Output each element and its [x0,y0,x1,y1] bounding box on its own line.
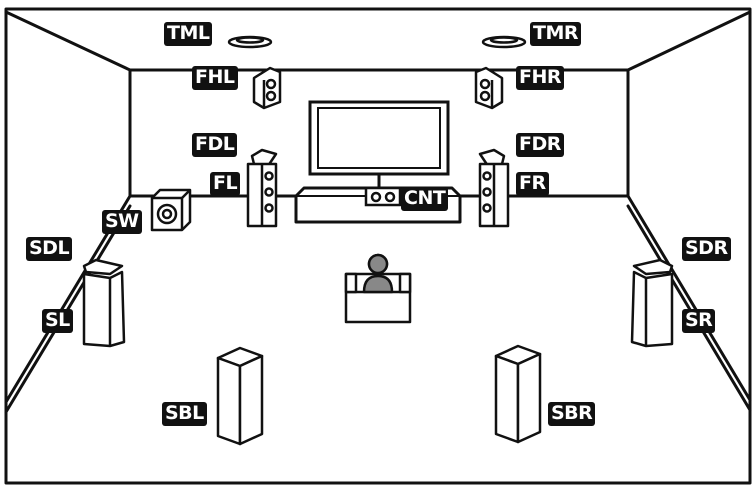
label-sr: SR [682,309,716,333]
surround-back-right-speaker [494,344,542,444]
outer-frame [4,7,752,485]
label-sdr: SDR [682,237,731,261]
front-left-speaker [246,148,278,228]
front-height-right-speaker [474,66,504,110]
front-right-speaker [478,148,510,228]
surround-left-speaker [82,258,126,348]
label-tmr: TMR [530,22,581,46]
label-fl: FL [210,172,241,196]
label-cnt: CNT [401,187,449,211]
back-wall [128,68,630,198]
front-height-left-speaker [252,66,282,110]
subwoofer [150,188,192,232]
label-fdr: FDR [516,133,564,157]
ceiling-edge-left [4,10,132,72]
label-fhl: FHL [192,66,238,90]
label-sl: SL [42,309,73,333]
listener [344,253,412,324]
label-sdl: SDL [26,237,73,261]
label-fr: FR [516,172,549,196]
label-sbr: SBR [548,402,596,426]
ceiling-edge-right [626,10,752,72]
label-fhr: FHR [516,66,565,90]
surround-right-speaker [630,258,674,348]
floor-edge-right-inner [626,204,752,412]
label-tml: TML [164,22,213,46]
label-sw: SW [102,210,142,234]
label-sbl: SBL [162,402,207,426]
floor-edge-right [626,194,752,402]
surround-back-left-speaker [216,346,264,446]
label-fdl: FDL [192,133,238,157]
